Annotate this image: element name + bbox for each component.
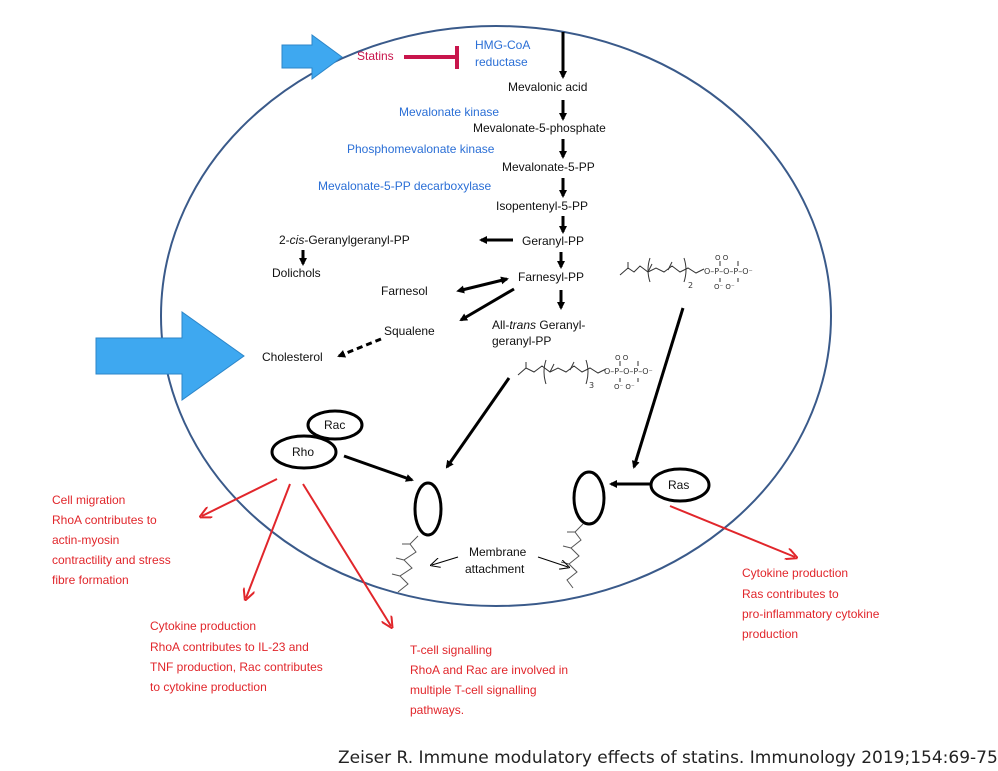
mevalonate-5-pp-label: Mevalonate-5-PP: [502, 160, 595, 174]
rho-cytokine-line1: RhoA contributes to IL-23 and: [150, 640, 309, 654]
t-cell-title: T-cell signalling: [410, 643, 493, 657]
cis-ggpp-cis: cis: [289, 233, 305, 247]
cholesterol-highlight-arrow: [95, 311, 245, 401]
ras-membrane-anchor-oval: [572, 470, 606, 526]
mevalonate-5-pp-decarboxylase-label: Mevalonate-5-PP decarboxylase: [318, 179, 492, 193]
dolichols-label: Dolichols: [272, 266, 321, 280]
citation: Zeiser R. Immune modulatory effects of s…: [338, 748, 998, 768]
farnesyl-pp-label: Farnesyl-PP: [518, 270, 585, 284]
cis-geranylgeranyl-pp-label: 2-cis-Geranylgeranyl-PP: [279, 233, 410, 248]
mevalonate-5-phosphate-label: Mevalonate-5-phosphate: [473, 121, 606, 135]
statins-highlight-arrow: [281, 34, 343, 80]
farnesyl-pp-structure-oxygen-top: O O: [715, 254, 729, 262]
ggpp-structure-oxygen-top: O O: [615, 354, 629, 362]
ras-cytokine-title: Cytokine production: [742, 566, 849, 580]
all-trans-suffix: Geranyl-: [536, 318, 586, 332]
rho-cytokine-title: Cytokine production: [150, 619, 257, 633]
membrane-arrow-left: [432, 556, 459, 565]
cis-ggpp-suffix: -Geranylgeranyl-PP: [304, 233, 410, 247]
cell-migration-line2: actin-myosin: [52, 533, 120, 547]
ggpp-structure: [517, 359, 639, 385]
cell-boundary: [160, 25, 832, 607]
farnesyl-pp-structure: [619, 257, 739, 283]
t-cell-line2: multiple T-cell signalling: [410, 683, 537, 697]
cholesterol-label: Cholesterol: [262, 350, 323, 364]
rac-oval: [306, 409, 364, 441]
farnesol-label: Farnesol: [381, 284, 428, 298]
rho-cytokine-line2: TNF production, Rac contributes: [150, 660, 323, 674]
rho-cytokine-line3: to cytokine production: [150, 680, 267, 694]
ras-cytokine-line2: pro-inflammatory cytokine: [742, 607, 880, 621]
membrane-attachment-line2: attachment: [465, 562, 525, 576]
all-trans-ggpp-label-line2: geranyl-PP: [492, 334, 552, 348]
t-cell-line3: pathways.: [410, 703, 465, 717]
cell-migration-title: Cell migration: [52, 493, 126, 507]
ggpp-structure-oxygen-bottom: O⁻ O⁻: [614, 383, 635, 391]
cell-migration-line1: RhoA contributes to: [52, 513, 157, 527]
ggpp-structure-phosphate: O–P–O–P–O⁻: [604, 367, 653, 376]
arrow-rho-t-cell: [302, 483, 391, 626]
farnesyl-pp-structure-oxygen-bottom: O⁻ O⁻: [714, 283, 735, 291]
arrow-fpp-to-ras-anchor: [631, 307, 685, 469]
t-cell-line1: RhoA and Rac are involved in: [410, 663, 569, 677]
rho-membrane-anchor-oval: [413, 481, 443, 537]
cell-migration-line4: fibre formation: [52, 573, 129, 587]
ras-label: Ras: [668, 478, 690, 492]
all-trans-italic: trans: [509, 318, 537, 332]
farnesyl-pp-structure-phosphate: O–P–O–P–O⁻: [704, 267, 753, 276]
ras-cytokine-line3: production: [742, 627, 799, 641]
ras-cytokine-line1: Ras contributes to: [742, 587, 839, 601]
farnesyl-pp-structure-sub: 2: [688, 281, 693, 290]
ras-oval: [649, 467, 711, 503]
cis-ggpp-prefix: 2-: [279, 233, 290, 247]
ggpp-structure-sub: 3: [589, 381, 594, 390]
all-trans-ggpp-label-line1: All-trans Geranyl-: [492, 318, 585, 333]
arrow-ras-cytokine: [669, 505, 795, 557]
arrow-rho-cytokine: [246, 483, 291, 598]
rho-label: Rho: [292, 445, 315, 459]
all-trans-prefix: All-: [492, 318, 510, 332]
hmg-coa-reductase-label-line2: reductase: [475, 55, 528, 69]
rho-oval: [270, 434, 338, 470]
membrane-attachment-line1: Membrane: [469, 545, 527, 559]
arrow-farnesol-farnesyl-pp: [456, 276, 509, 294]
rac-label: Rac: [324, 418, 346, 432]
arrow-ggpp-to-rho-anchor: [445, 377, 511, 469]
isopentenyl-5-pp-label: Isopentenyl-5-PP: [496, 199, 589, 213]
membrane-arrow-right: [537, 556, 568, 567]
arrow-rho-cell-migration: [202, 478, 278, 516]
arrow-rho-to-anchor: [343, 454, 414, 482]
pathway-diagram-canvas: 2 O–P–O–P–O⁻ O O O⁻ O⁻ 3 O–P–O–P–O⁻ O O …: [95, 25, 832, 771]
rho-prenyl-tail: [391, 535, 419, 593]
arrow-to-cholesterol-dashed: [337, 337, 382, 358]
hmg-coa-reductase-label-line1: HMG-CoA: [475, 38, 531, 52]
squalene-label: Squalene: [384, 324, 435, 338]
phosphomevalonate-kinase-label: Phosphomevalonate kinase: [347, 142, 495, 156]
arrow-to-squalene: [459, 287, 515, 322]
statins-label: Statins: [357, 49, 394, 63]
mevalonate-kinase-label: Mevalonate kinase: [399, 105, 500, 119]
mevalonic-acid-label: Mevalonic acid: [508, 80, 588, 94]
cell-migration-line3: contractility and stress: [52, 553, 171, 567]
geranyl-pp-label: Geranyl-PP: [522, 234, 585, 248]
ras-prenyl-tail: [560, 523, 584, 589]
